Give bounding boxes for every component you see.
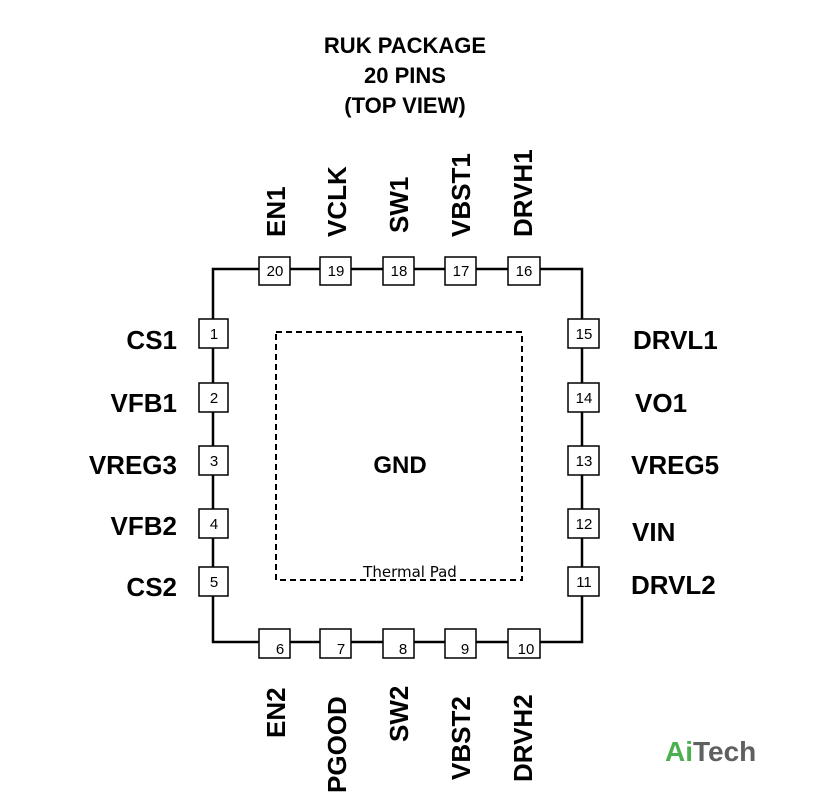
pin-2: 2 VFB1 [111, 382, 229, 418]
pin-number: 2 [210, 390, 218, 407]
pin-name: DRVL2 [631, 570, 716, 600]
pin-name: VREG3 [89, 450, 177, 480]
pin-16: 16 DRVH1 [507, 149, 541, 286]
pin-9: 9 VBST2 [444, 628, 477, 780]
pin-10: 10 DRVH2 [507, 628, 541, 782]
pin-number: 7 [337, 641, 345, 658]
pin-number: 10 [518, 641, 535, 658]
thermal-pad-label: Thermal Pad [362, 563, 457, 581]
pin-name: VBST1 [446, 153, 476, 237]
pin-12: 12 VIN [567, 508, 675, 547]
pin-number: 14 [576, 390, 593, 407]
pin-number: 13 [576, 453, 593, 470]
aitech-logo: AiTech [665, 736, 756, 767]
pin-number: 4 [210, 516, 218, 533]
pin-number: 18 [391, 263, 408, 280]
pin-name: VFB1 [111, 388, 177, 418]
pin-name: DRVL1 [633, 325, 718, 355]
pin-name: VO1 [635, 388, 687, 418]
pin-17: 17 VBST1 [444, 153, 477, 286]
pin-number: 12 [576, 516, 593, 533]
pin-name: VCLK [322, 166, 352, 237]
pin-15: 15 DRVL1 [567, 318, 718, 355]
logo-part-tech: Tech [693, 736, 756, 767]
pin-name: EN2 [261, 687, 291, 738]
pin-13: 13 VREG5 [567, 445, 719, 480]
pin-6: 6 EN2 [258, 628, 291, 738]
pins-top: 20 EN1 19 VCLK 18 SW1 17 VBST1 16 DRVH1 [258, 149, 541, 286]
svg-text:AiTech: AiTech [665, 736, 756, 767]
title-line-3: (TOP VIEW) [344, 93, 465, 118]
pin-name: VREG5 [631, 450, 719, 480]
pin-number: 6 [276, 641, 284, 658]
pin-number: 19 [328, 263, 345, 280]
pin-20: 20 EN1 [258, 186, 291, 286]
pin-3: 3 VREG3 [89, 445, 229, 480]
pin-name: CS2 [126, 572, 177, 602]
pin-number: 1 [210, 326, 218, 343]
pin-name: SW2 [384, 686, 414, 742]
title-line-2: 20 PINS [364, 63, 446, 88]
pin-name: DRVH1 [508, 149, 538, 237]
pin-number: 9 [461, 641, 469, 658]
gnd-label: GND [373, 452, 426, 479]
pin-11: 11 DRVL2 [567, 566, 716, 600]
pin-19: 19 VCLK [319, 166, 352, 286]
pin-name: PGOOD [322, 696, 352, 793]
pin-name: VIN [632, 517, 675, 547]
pin-number: 11 [576, 574, 592, 591]
pin-number: 17 [453, 263, 470, 280]
pins-left: 1 CS1 2 VFB1 3 VREG3 4 VFB2 5 CS2 [89, 318, 229, 602]
pin-number: 8 [399, 641, 407, 658]
pin-number: 20 [267, 263, 284, 280]
pin-name: SW1 [384, 177, 414, 233]
pin-7: 7 PGOOD [319, 628, 352, 793]
pin-name: CS1 [126, 325, 177, 355]
pins-bottom: 6 EN2 7 PGOOD 8 SW2 9 VBST2 10 DRVH2 [258, 628, 541, 793]
pin-name: EN1 [261, 186, 291, 237]
thermal-pad [275, 331, 523, 581]
pin-14: 14 VO1 [567, 382, 687, 418]
pin-number: 5 [210, 574, 218, 591]
pin-number: 16 [516, 263, 533, 280]
logo-part-ai: Ai [665, 736, 693, 767]
pin-8: 8 SW2 [382, 628, 415, 742]
pin-name: DRVH2 [508, 694, 538, 782]
pin-name: VBST2 [446, 696, 476, 780]
pin-4: 4 VFB2 [111, 508, 229, 541]
pin-name: VFB2 [111, 511, 177, 541]
pin-number: 3 [210, 453, 218, 470]
pin-1: 1 CS1 [126, 318, 229, 355]
pin-18: 18 SW1 [382, 177, 415, 286]
title-line-1: RUK PACKAGE [324, 33, 486, 58]
pin-number: 15 [576, 326, 593, 343]
pins-right: 15 DRVL1 14 VO1 13 VREG5 12 VIN 11 DRVL2 [567, 318, 719, 600]
pin-5: 5 CS2 [126, 566, 229, 602]
